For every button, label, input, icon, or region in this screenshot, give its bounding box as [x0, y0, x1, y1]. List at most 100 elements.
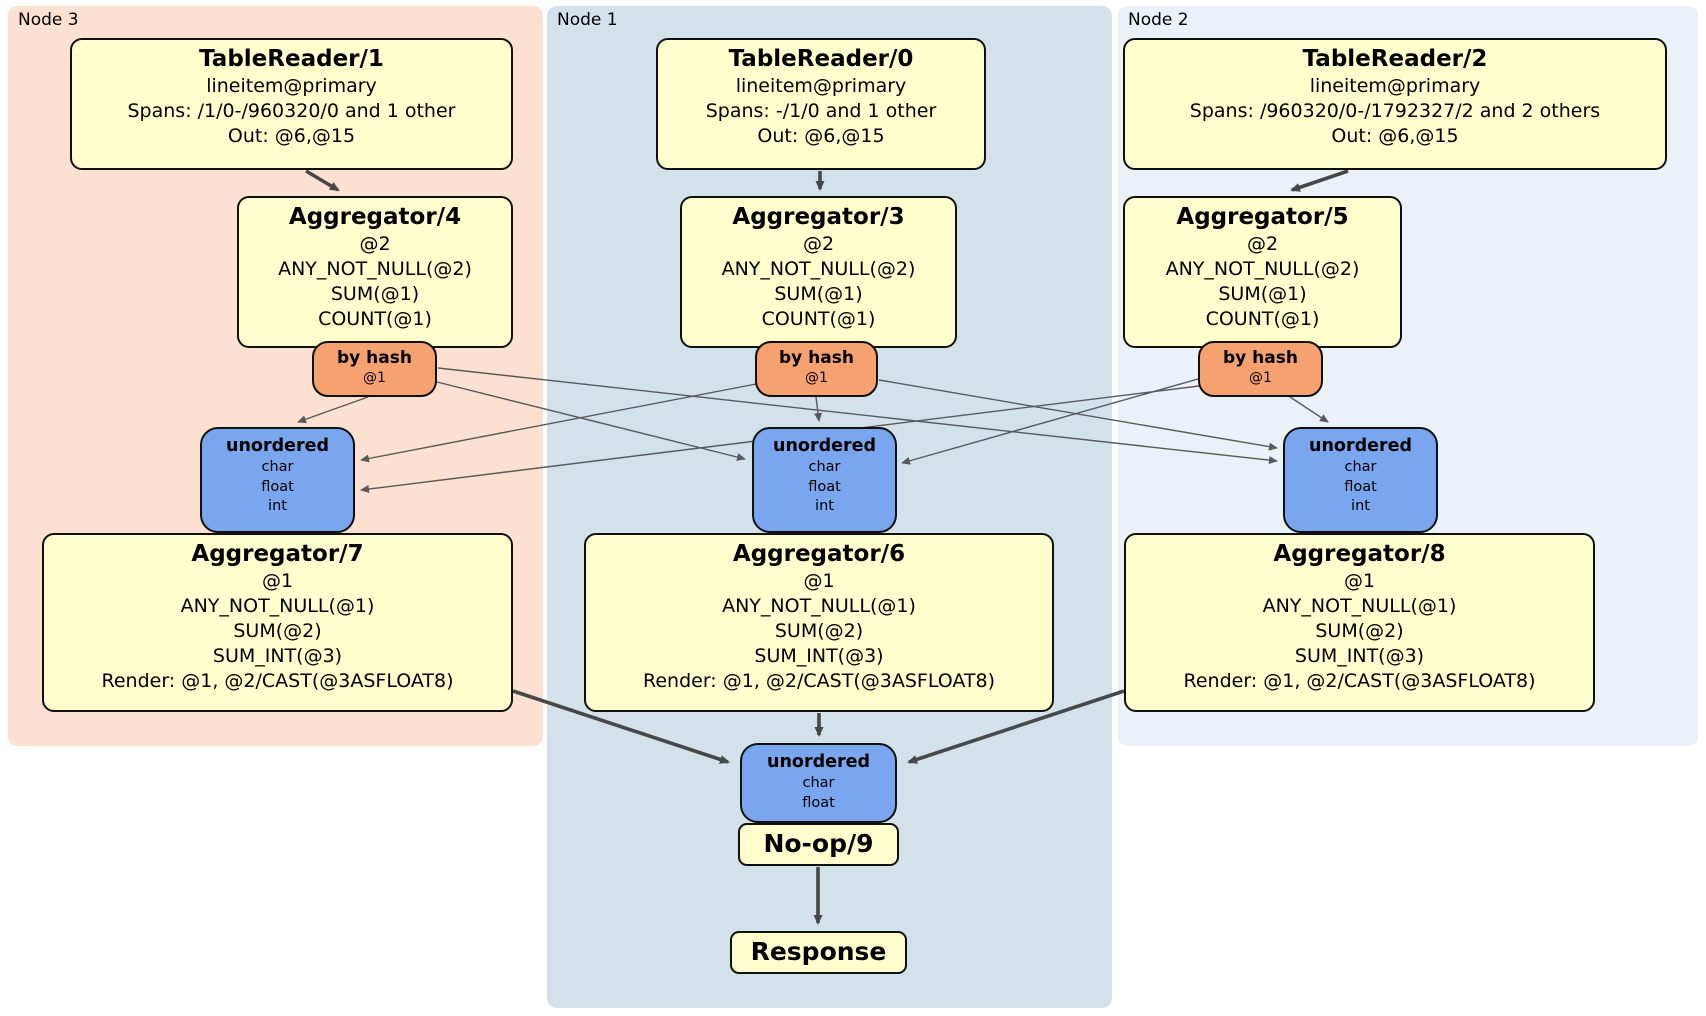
- text-line: Spans: -/1/0 and 1 other: [705, 100, 937, 122]
- text-line: Out: @6,@15: [1331, 125, 1459, 147]
- edge-hash2-sync2: [1289, 396, 1329, 423]
- text-line: SUM(@2): [1315, 620, 1404, 642]
- processor-title: Aggregator/4: [288, 204, 462, 230]
- processor-tablereader-1: TableReader/1 lineitem@primary Spans: /1…: [70, 38, 513, 170]
- text-line: lineitem@primary: [735, 75, 907, 97]
- edge-hash1-sync3: [360, 383, 757, 463]
- group-node1-label: Node 1: [557, 10, 618, 30]
- processor-title: Aggregator/3: [732, 204, 905, 230]
- edge-tablereader1-aggregator4: [305, 169, 340, 192]
- text-line: float: [1344, 478, 1377, 495]
- edge-hash3-sync3: [297, 396, 369, 424]
- edge-aggregator7-final-sync: [512, 689, 730, 764]
- processor-response: Response: [730, 931, 907, 974]
- unordered-sync-node2: unordered char float int: [1283, 427, 1438, 533]
- text-line: SUM_INT(@3): [1294, 645, 1425, 667]
- text-line: COUNT(@1): [761, 308, 876, 330]
- processor-tablereader-0: TableReader/0 lineitem@primary Spans: -/…: [656, 38, 986, 170]
- edge-tablereader2-aggregator5: [1290, 169, 1349, 192]
- processor-title: Aggregator/5: [1176, 204, 1349, 230]
- group-node2-label: Node 2: [1128, 10, 1189, 30]
- processor-title: TableReader/0: [728, 46, 914, 72]
- sync-title: unordered: [226, 436, 329, 456]
- processor-aggregator-5: Aggregator/5 @2 ANY_NOT_NULL(@2) SUM(@1)…: [1123, 196, 1402, 348]
- text-line: float: [802, 794, 835, 811]
- edge-aggregator8-final-sync: [907, 689, 1125, 764]
- text-line: @1: [803, 570, 835, 592]
- sync-title: unordered: [1309, 436, 1412, 456]
- text-line: float: [808, 478, 841, 495]
- unordered-sync-final: unordered char float: [740, 743, 897, 823]
- processor-tablereader-2: TableReader/2 lineitem@primary Spans: /9…: [1123, 38, 1667, 170]
- text-line: Render: @1, @2/CAST(@3ASFLOAT8): [643, 670, 995, 692]
- text-line: char: [808, 459, 841, 475]
- text-line: int: [1351, 498, 1370, 514]
- text-line: ANY_NOT_NULL(@2): [721, 258, 916, 280]
- text-line: SUM(@2): [233, 620, 322, 642]
- text-line: ANY_NOT_NULL(@2): [278, 258, 472, 280]
- hash-router-node2: by hash @1: [1198, 341, 1323, 397]
- processor-title: Aggregator/8: [1273, 541, 1446, 567]
- text-line: lineitem@primary: [206, 75, 377, 97]
- text-line: @2: [1246, 233, 1279, 255]
- text-line: @2: [359, 233, 391, 255]
- text-line: Out: @6,@15: [227, 125, 356, 147]
- text-line: Spans: /960320/0-/1792327/2 and 2 others: [1189, 100, 1601, 122]
- text-line: ANY_NOT_NULL(@1): [1262, 595, 1457, 617]
- processor-title: Aggregator/6: [732, 541, 906, 567]
- router-title: by hash: [337, 348, 412, 368]
- processor-no-op-9: No-op/9: [738, 823, 899, 866]
- text-line: int: [268, 498, 287, 514]
- sync-title: unordered: [773, 436, 876, 456]
- text-line: @1: [1249, 370, 1272, 386]
- processor-aggregator-4: Aggregator/4 @2 ANY_NOT_NULL(@2) SUM(@1)…: [237, 196, 513, 348]
- group-node3-label: Node 3: [18, 10, 79, 30]
- text-line: ANY_NOT_NULL(@1): [722, 595, 916, 617]
- text-line: char: [261, 459, 294, 475]
- router-title: by hash: [779, 348, 854, 368]
- unordered-sync-node3: unordered char float int: [200, 427, 355, 533]
- text-line: COUNT(@1): [318, 308, 432, 330]
- text-line: lineitem@primary: [1309, 75, 1481, 97]
- processor-aggregator-7: Aggregator/7 @1 ANY_NOT_NULL(@1) SUM(@2)…: [42, 533, 513, 712]
- text-line: @1: [261, 570, 294, 592]
- text-line: Out: @6,@15: [757, 125, 885, 147]
- text-line: @1: [805, 370, 828, 386]
- edge-hash3-sync1: [436, 381, 746, 461]
- processor-title: Response: [750, 937, 887, 966]
- processor-title: TableReader/1: [199, 46, 384, 72]
- text-line: int: [815, 498, 834, 514]
- processor-aggregator-3: Aggregator/3 @2 ANY_NOT_NULL(@2) SUM(@1)…: [680, 196, 957, 348]
- text-line: SUM(@1): [1218, 283, 1307, 305]
- text-line: float: [261, 478, 294, 495]
- text-line: Spans: /1/0-/960320/0 and 1 other: [127, 100, 456, 122]
- router-title: by hash: [1223, 348, 1298, 368]
- text-line: @1: [1343, 570, 1376, 592]
- processor-title: No-op/9: [763, 829, 874, 858]
- processor-aggregator-6: Aggregator/6 @1 ANY_NOT_NULL(@1) SUM(@2)…: [584, 533, 1054, 712]
- hash-router-node1: by hash @1: [755, 341, 878, 397]
- edge-hash1-sync1: [814, 396, 822, 422]
- text-line: COUNT(@1): [1205, 308, 1320, 330]
- edge-hash1-sync2: [878, 379, 1278, 451]
- unordered-sync-node1: unordered char float int: [752, 427, 897, 533]
- text-line: @2: [802, 233, 835, 255]
- text-line: SUM(@1): [330, 283, 420, 305]
- text-line: SUM(@2): [774, 620, 864, 642]
- sync-title: unordered: [767, 752, 870, 772]
- edge-hash3-sync2: [437, 367, 1278, 465]
- edge-hash2-sync1: [901, 378, 1199, 465]
- text-line: ANY_NOT_NULL(@1): [180, 595, 375, 617]
- hash-router-node3: by hash @1: [312, 341, 437, 397]
- text-line: char: [1344, 459, 1377, 475]
- text-line: char: [802, 775, 835, 791]
- text-line: Render: @1, @2/CAST(@3ASFLOAT8): [1183, 670, 1536, 692]
- processor-title: TableReader/2: [1302, 46, 1488, 72]
- text-line: @1: [363, 370, 386, 386]
- text-line: SUM_INT(@3): [754, 645, 884, 667]
- processor-aggregator-8: Aggregator/8 @1 ANY_NOT_NULL(@1) SUM(@2)…: [1124, 533, 1595, 712]
- text-line: SUM(@1): [774, 283, 863, 305]
- text-line: SUM_INT(@3): [212, 645, 343, 667]
- text-line: Render: @1, @2/CAST(@3ASFLOAT8): [101, 670, 454, 692]
